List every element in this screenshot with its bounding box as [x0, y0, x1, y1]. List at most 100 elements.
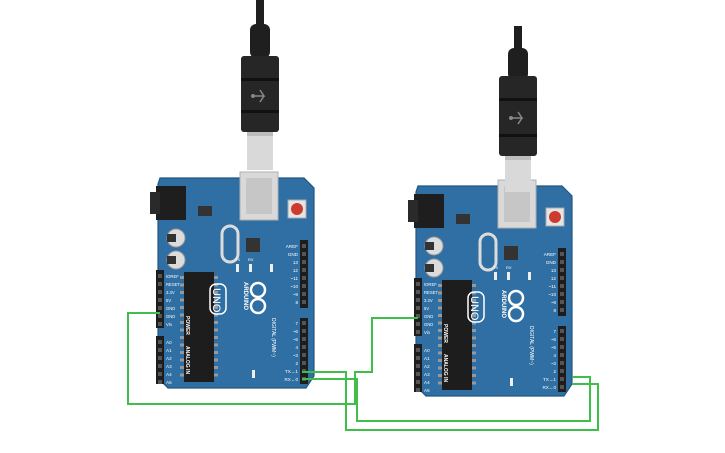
header-pin[interactable] [158, 340, 162, 344]
capacitor-mark [425, 242, 434, 250]
header-pin[interactable] [302, 284, 306, 288]
usb-chip [504, 246, 518, 260]
header-pin[interactable] [302, 244, 306, 248]
header-pin[interactable] [302, 321, 306, 325]
header-pin[interactable] [416, 322, 420, 326]
header-pin[interactable] [416, 298, 420, 302]
digital-pin-label: 2 [295, 361, 298, 366]
header-pin[interactable] [416, 290, 420, 294]
digital-pin-label: 8 [295, 300, 298, 305]
header-pin[interactable] [560, 385, 564, 389]
usb-cable-icon[interactable] [241, 0, 279, 170]
header-pin[interactable] [158, 290, 162, 294]
header-pin[interactable] [302, 252, 306, 256]
chip-pin [180, 343, 184, 347]
power-jack-barrel [150, 192, 160, 214]
header-pin[interactable] [158, 348, 162, 352]
header-pin[interactable] [416, 282, 420, 286]
digital-header-bottom [558, 326, 566, 392]
chip-pin [180, 351, 184, 354]
header-pin[interactable] [158, 274, 162, 278]
voltage-regulator [198, 206, 212, 216]
header-pin[interactable] [416, 348, 420, 352]
header-pin[interactable] [158, 298, 162, 302]
header-pin[interactable] [302, 329, 306, 333]
header-pin[interactable] [158, 306, 162, 310]
header-pin[interactable] [302, 300, 306, 304]
header-pin[interactable] [560, 308, 564, 312]
digital-pin-label: 4 [553, 353, 556, 358]
chip-pin [180, 298, 184, 302]
analog-header-label: ANALOG IN [184, 346, 190, 374]
chip-pin [438, 291, 442, 295]
header-pin[interactable] [560, 361, 564, 365]
chip-pin [214, 306, 218, 309]
tx-to-rx-wire[interactable] [302, 371, 599, 431]
header-pin[interactable] [560, 292, 564, 296]
header-pin[interactable] [560, 276, 564, 280]
chip-pin [214, 336, 218, 339]
reset-button-cap[interactable] [291, 203, 303, 215]
header-pin[interactable] [302, 276, 306, 280]
header-pin[interactable] [416, 372, 420, 376]
header-pin[interactable] [158, 314, 162, 318]
digital-pin-label: ~10 [290, 284, 298, 289]
header-pin[interactable] [302, 268, 306, 272]
header-pin[interactable] [416, 380, 420, 384]
digital-pin-label: 7 [295, 321, 298, 326]
header-pin[interactable] [560, 300, 564, 304]
header-pin[interactable] [158, 364, 162, 368]
header-pin[interactable] [158, 282, 162, 286]
chip-pin [214, 358, 218, 362]
chip-pin [472, 306, 476, 310]
header-pin[interactable] [560, 337, 564, 341]
chip-pin [472, 366, 476, 370]
rx-to-tx-wire[interactable] [302, 376, 591, 422]
chip-pin [438, 359, 442, 362]
header-pin[interactable] [158, 380, 162, 384]
header-pin[interactable] [416, 356, 420, 360]
header-pin[interactable] [302, 353, 306, 357]
header-pin[interactable] [416, 306, 420, 310]
power-pin-label: RESET [166, 282, 180, 287]
power-pin-label: 3.3V [424, 298, 433, 303]
usb-cable-icon[interactable] [499, 26, 537, 192]
digital-pin-label: ~9 [293, 292, 299, 297]
header-pin[interactable] [560, 353, 564, 357]
header-pin[interactable] [158, 356, 162, 360]
digital-pin-label: 8 [553, 308, 556, 313]
header-pin[interactable] [416, 330, 420, 334]
chip-pin [472, 351, 476, 355]
digital-pin-label: ~6 [551, 337, 557, 342]
header-pin[interactable] [560, 345, 564, 349]
header-pin[interactable] [302, 345, 306, 349]
led [528, 272, 531, 280]
header-pin[interactable] [302, 361, 306, 365]
reset-button-cap[interactable] [549, 211, 561, 223]
header-pin[interactable] [302, 260, 306, 264]
header-pin[interactable] [560, 284, 564, 288]
header-pin[interactable] [416, 364, 420, 368]
header-pin[interactable] [560, 369, 564, 373]
gnd-to-gnd-wire[interactable] [127, 312, 418, 405]
header-pin[interactable] [416, 388, 420, 392]
header-pin[interactable] [416, 314, 420, 318]
header-pin[interactable] [560, 377, 564, 381]
header-pin[interactable] [560, 252, 564, 256]
digital-pin-label: TX→1 [543, 377, 556, 382]
header-pin[interactable] [560, 329, 564, 333]
digital-header-top [300, 240, 308, 308]
header-pin[interactable] [158, 322, 162, 326]
logo-ring [249, 297, 267, 315]
header-pin[interactable] [560, 268, 564, 272]
header-pin[interactable] [560, 260, 564, 264]
header-pin[interactable] [158, 372, 162, 376]
rx-led-label: RX [506, 265, 512, 270]
digital-pin-label: ~6 [293, 329, 299, 334]
header-pin[interactable] [302, 337, 306, 341]
header-pin[interactable] [302, 292, 306, 296]
